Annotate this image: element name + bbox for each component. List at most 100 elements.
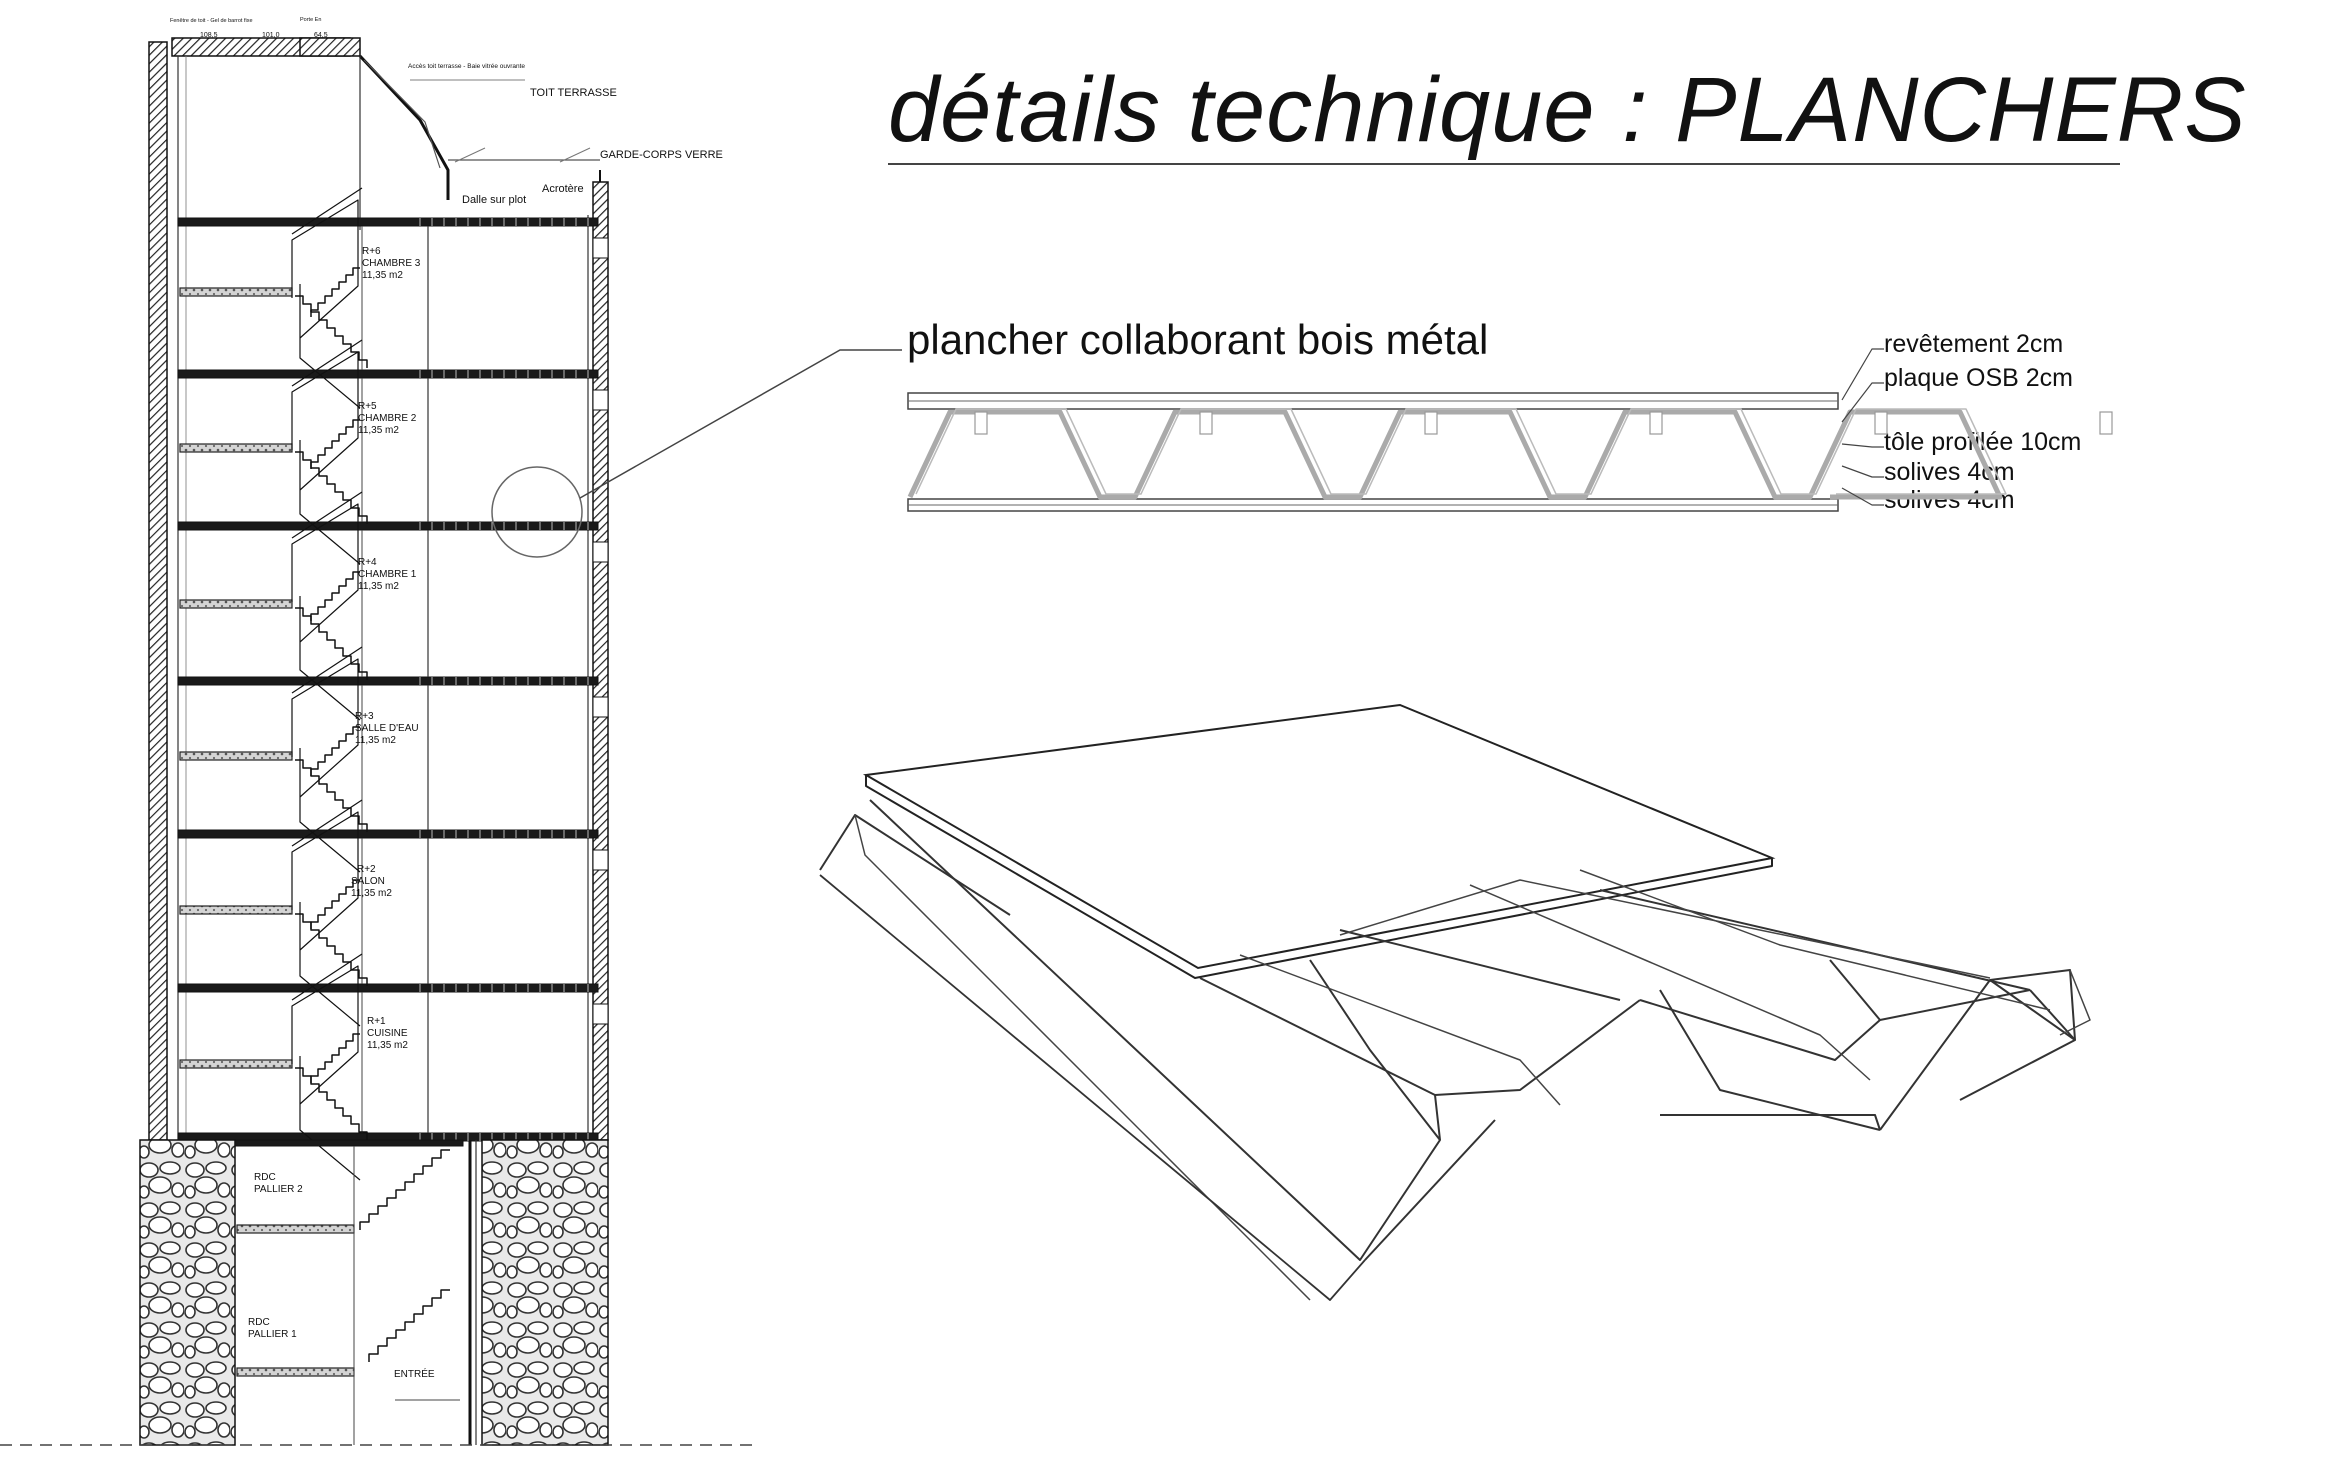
- svg-text:11,35 m2: 11,35 m2: [358, 425, 399, 436]
- stair-stringer-c-1: [299, 440, 361, 565]
- detail-label-leader-0: [1841, 348, 1884, 401]
- svg-text:11,35 m2: 11,35 m2: [351, 888, 392, 899]
- stair-flight-lower-5: [295, 1067, 368, 1140]
- svg-text:11,35 m2: 11,35 m2: [355, 735, 396, 746]
- detail-profiled-sheet-edge: [915, 408, 2007, 495]
- basement-stair-1: [359, 1149, 450, 1230]
- facade-window-3: [592, 696, 609, 718]
- svg-text:R+3: R+3: [355, 711, 374, 722]
- detail-rib-4: [1874, 411, 1888, 435]
- iso-deck-edge-7: [1659, 989, 1881, 1131]
- isometric-floor-view: [819, 703, 2091, 1301]
- floor-label-r1: R+1 CUISINE 11,35 m2: [367, 1016, 408, 1051]
- stair-landing-4: [179, 905, 293, 915]
- detail-callout: [491, 349, 902, 558]
- stair-flight-upper-1: [310, 419, 360, 469]
- detail-rib-0: [974, 411, 988, 435]
- detail-callout-circle: [491, 466, 583, 558]
- layer-label-osb: plaque OSB 2cm: [1884, 364, 2073, 392]
- title-underline: [888, 163, 2120, 165]
- roof-access-slope: [358, 54, 450, 200]
- floor-detail-section: [907, 348, 2113, 512]
- iso-deck-edge-3: [1199, 977, 1641, 1096]
- iso-deck-edge-4: [1639, 989, 2031, 1061]
- svg-text:SALLE D'EAU: SALLE D'EAU: [355, 723, 419, 734]
- iso-deck-edge-1: [869, 799, 1441, 1261]
- stair-stringer-c-5: [299, 1056, 361, 1181]
- iso-deck-edge-6: [1959, 989, 2076, 1101]
- stair-landing-3: [179, 751, 293, 761]
- layer-label-solives-2: solives 4cm: [1884, 486, 2015, 514]
- stair-stringer-c-2: [299, 596, 361, 721]
- detail-rib-5: [2099, 411, 2113, 435]
- stair-flight-upper-4: [310, 879, 360, 929]
- facade-window-2: [592, 541, 609, 563]
- basement-landing-1: [236, 1224, 355, 1234]
- iso-rib-4: [1239, 954, 1561, 1106]
- ground-label-pallier-1: RDC PALLIER 1: [248, 1317, 297, 1340]
- roof-dim-1: 108,5: [200, 32, 218, 39]
- svg-text:PALLIER 1: PALLIER 1: [248, 1329, 297, 1340]
- svg-text:CHAMBRE 2: CHAMBRE 2: [358, 413, 417, 424]
- basement-wall-left: [139, 1139, 236, 1446]
- stair-flight-lower-0: [295, 295, 368, 368]
- iso-deck-edge-2: [1309, 959, 1441, 1141]
- right-wall: [592, 181, 609, 1141]
- building-section: [0, 37, 760, 1446]
- layer-label-tole: tôle profilée 10cm: [1884, 428, 2082, 456]
- stair-stringer-a-1: [291, 339, 363, 387]
- layer-label-revetement: revêtement 2cm: [1884, 330, 2064, 358]
- iso-osb-edge: [865, 775, 1773, 979]
- basement-top-slab: [234, 1139, 464, 1147]
- iso-deck-edge-12: [1660, 1114, 1881, 1131]
- roof-label-dalle: Dalle sur plot: [462, 194, 526, 206]
- stair-landing-5: [179, 1059, 293, 1069]
- stair-flight-upper-5: [310, 1033, 360, 1083]
- stair-stringer-a-4: [291, 799, 363, 847]
- floor-slab-0: [177, 217, 599, 227]
- svg-text:11,35 m2: 11,35 m2: [367, 1040, 408, 1051]
- floor-slab-2: [177, 521, 599, 531]
- stair-stringer-a-2: [291, 491, 363, 539]
- roof-label-porte: Porte En: [300, 17, 321, 23]
- svg-text:11,35 m2: 11,35 m2: [362, 270, 403, 281]
- iso-deck-edge-11: [1364, 1119, 1496, 1261]
- iso-right-edge: [2059, 969, 2091, 1036]
- detail-label-leader-3: [1841, 465, 1884, 478]
- detail-label-leader-2: [1841, 443, 1884, 448]
- facade-window-4: [592, 849, 609, 871]
- facade-window-1: [592, 389, 609, 411]
- iso-rib-2: [1579, 869, 2051, 1011]
- ground-label-pallier-2: RDC PALLIER 2: [254, 1172, 303, 1195]
- basement-stair-2: [368, 1289, 450, 1362]
- stair-stringer-b-3: [291, 658, 359, 798]
- detail-profiled-sheet: [907, 409, 2003, 500]
- roof-access-slope-inner: [363, 59, 441, 169]
- floor-slab-4: [177, 829, 599, 839]
- stair-stringer-b-1: [291, 351, 359, 491]
- svg-text:R+1: R+1: [367, 1016, 386, 1027]
- floor-slab-1: [177, 369, 599, 379]
- detail-label-leader-4: [1841, 487, 1884, 506]
- stair-landing-2: [179, 599, 293, 609]
- iso-deck-edge-5: [1829, 959, 1881, 1021]
- svg-text:R+2: R+2: [357, 864, 376, 875]
- iso-deck-edge-13: [1989, 969, 2076, 1041]
- stair-flight-upper-2: [310, 571, 360, 621]
- svg-text:RDC: RDC: [254, 1172, 276, 1183]
- stair-stringer-a-0: [291, 187, 363, 235]
- svg-text:R+4: R+4: [358, 557, 377, 568]
- detail-heading: plancher collaborant bois métal: [907, 316, 1489, 363]
- stair-stringer-c-0: [299, 284, 361, 409]
- floor-label-r2: R+2 SALON 11,35 m2: [351, 864, 392, 899]
- stair-flight-lower-1: [295, 451, 368, 524]
- stair-stringer-b-2: [291, 503, 359, 643]
- svg-text:CUISINE: CUISINE: [367, 1028, 408, 1039]
- section-labels: TOIT TERRASSE GARDE-CORPS VERRE Acrotère…: [170, 17, 723, 1380]
- roof-parapet-mid: [299, 37, 361, 57]
- svg-text:SALON: SALON: [351, 876, 385, 887]
- stair-stringer-a-5: [291, 953, 363, 1001]
- iso-deck-edge-10: [1339, 929, 1621, 1001]
